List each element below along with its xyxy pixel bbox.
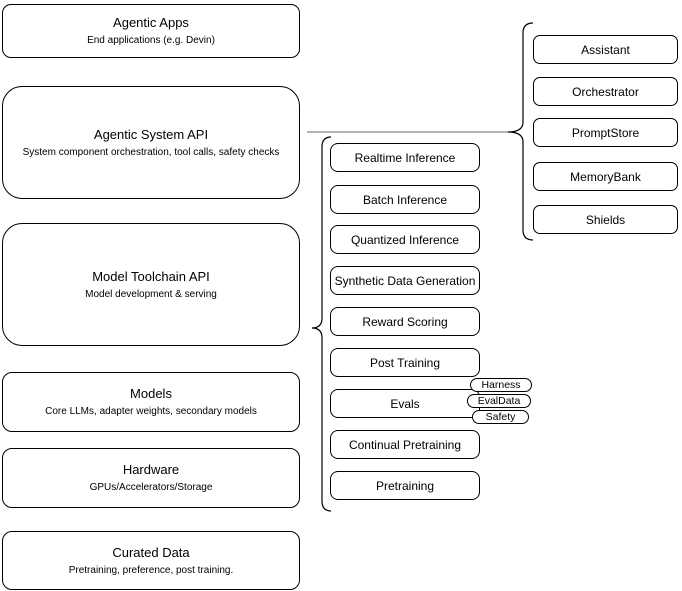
node-title: Models xyxy=(130,386,172,401)
node-subtitle: End applications (e.g. Devin) xyxy=(87,35,215,46)
node-batch-inference: Batch Inference xyxy=(330,185,480,214)
node-evals: Evals xyxy=(330,389,480,418)
node-model-toolchain-api: Model Toolchain API Model development & … xyxy=(2,223,300,346)
tag-evaldata: EvalData xyxy=(467,394,531,408)
node-title: Model Toolchain API xyxy=(92,268,210,284)
node-subtitle: Model development & serving xyxy=(85,288,217,300)
node-synthetic-data-generation: Synthetic Data Generation xyxy=(330,266,480,295)
node-title: Agentic System API xyxy=(93,126,209,142)
node-pretraining: Pretraining xyxy=(330,471,480,500)
node-reward-scoring: Reward Scoring xyxy=(330,307,480,336)
node-subtitle: System component orchestration, tool cal… xyxy=(22,146,280,158)
node-subtitle: GPUs/Accelerators/Storage xyxy=(89,482,213,493)
node-subtitle: Core LLMs, adapter weights, secondary mo… xyxy=(45,406,257,417)
node-agentic-system-api: Agentic System API System component orch… xyxy=(2,86,300,199)
node-memorybank: MemoryBank xyxy=(533,162,678,191)
node-title: Hardware xyxy=(122,462,180,477)
system-components-brace xyxy=(507,22,534,241)
node-quantized-inference: Quantized Inference xyxy=(330,225,480,254)
node-promptstore: PromptStore xyxy=(533,118,678,147)
node-shields: Shields xyxy=(533,205,678,234)
node-realtime-inference: Realtime Inference xyxy=(330,143,480,172)
tag-safety: Safety xyxy=(472,410,529,424)
node-subtitle: Pretraining, preference, post training. xyxy=(68,564,234,576)
node-continual-pretraining: Continual Pretraining xyxy=(330,430,480,459)
node-post-training: Post Training xyxy=(330,348,480,377)
node-assistant: Assistant xyxy=(533,35,678,64)
node-models: Models Core LLMs, adapter weights, secon… xyxy=(2,372,300,432)
node-agentic-apps: Agentic Apps End applications (e.g. Devi… xyxy=(2,4,300,58)
node-orchestrator: Orchestrator xyxy=(533,77,678,106)
node-curated-data: Curated Data Pretraining, preference, po… xyxy=(2,531,300,590)
tag-harness: Harness xyxy=(470,378,532,392)
node-hardware: Hardware GPUs/Accelerators/Storage xyxy=(2,448,300,508)
toolchain-brace xyxy=(311,136,332,512)
node-title: Agentic Apps xyxy=(113,15,189,30)
node-title: Curated Data xyxy=(112,544,190,560)
